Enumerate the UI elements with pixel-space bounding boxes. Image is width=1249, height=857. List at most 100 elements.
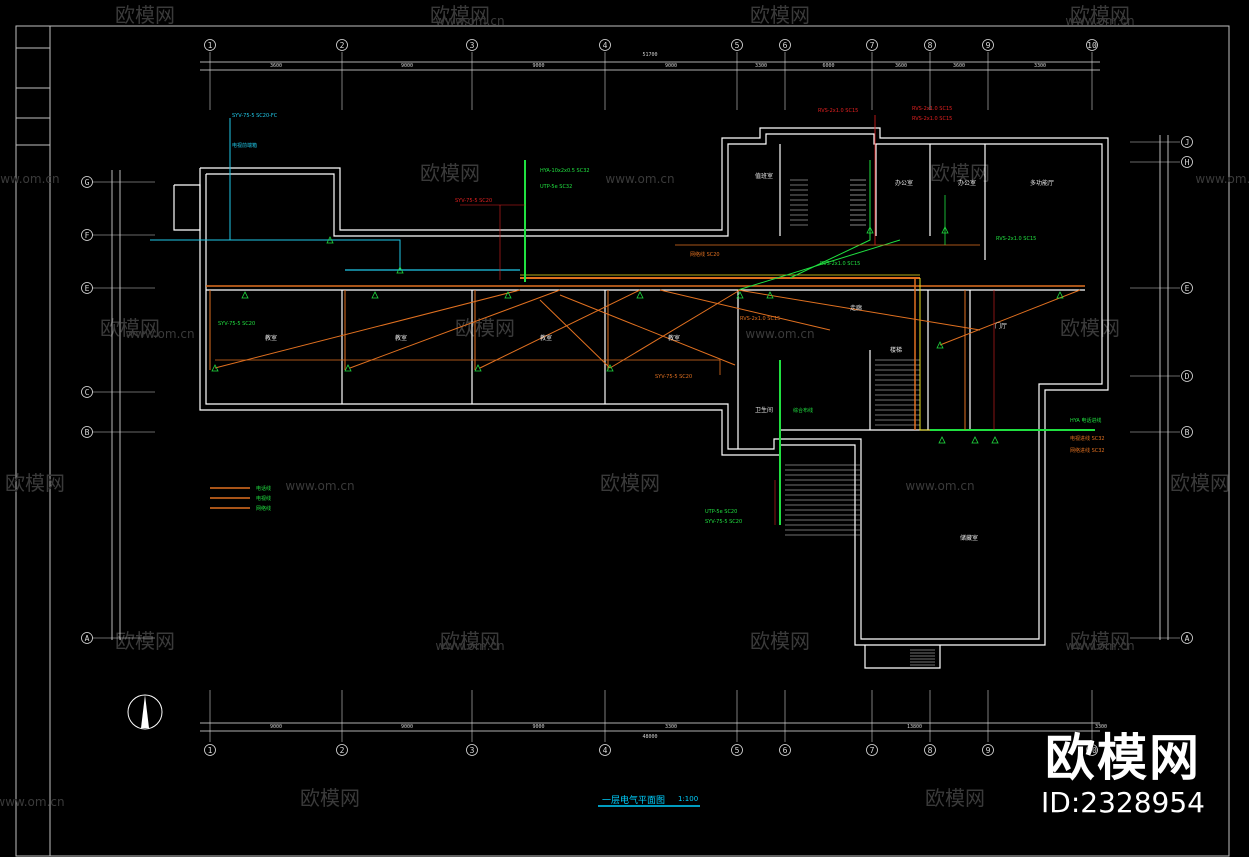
watermark-brand: 欧模网 bbox=[750, 3, 810, 27]
dimension-label: 3300 bbox=[755, 63, 767, 69]
north-arrow-icon bbox=[127, 694, 163, 730]
room-label: 楼梯 bbox=[890, 346, 902, 354]
grid-axis-label: 7 bbox=[870, 41, 875, 50]
watermark-brand: 欧模网 bbox=[5, 471, 65, 495]
grid-axis-label: G bbox=[85, 178, 90, 187]
watermark-url: www.om.cn bbox=[605, 172, 674, 186]
grid-axis-label: 9 bbox=[986, 746, 991, 755]
outlet-icon bbox=[736, 291, 744, 299]
drawing-frame bbox=[15, 25, 1230, 857]
watermark-url: www.om.cn bbox=[435, 14, 504, 28]
outlet-icon bbox=[991, 436, 999, 444]
grid-axis-label: 10 bbox=[1087, 41, 1097, 50]
svg-text:RVS-2x1.0 SC15: RVS-2x1.0 SC15 bbox=[820, 261, 860, 267]
watermark-brand: 欧模网 bbox=[115, 3, 175, 27]
svg-text:电视前端箱: 电视前端箱 bbox=[232, 142, 257, 149]
grid-axis-label: 3 bbox=[470, 746, 475, 755]
grid-bubble bbox=[1181, 632, 1193, 644]
room-label: 值班室 bbox=[755, 172, 773, 180]
grid-axis-label: 2 bbox=[340, 41, 345, 50]
outlet-icon bbox=[938, 436, 946, 444]
legend-item: 电视线 bbox=[256, 495, 271, 502]
grid-axis-label: 1 bbox=[208, 41, 213, 50]
svg-text:UTP-5e SC20: UTP-5e SC20 bbox=[705, 509, 737, 515]
room-label: 教室 bbox=[540, 334, 552, 342]
dimension-label: 9000 bbox=[401, 63, 413, 69]
brand-logo-text: 欧模网 bbox=[1045, 729, 1202, 787]
watermark-url: www.om.cn bbox=[0, 795, 65, 809]
stair-hatching bbox=[785, 179, 935, 666]
dimension-label: 9000 bbox=[665, 63, 677, 69]
dimension-label: 13800 bbox=[907, 724, 922, 730]
grid-bubble bbox=[982, 744, 994, 756]
svg-text:网络进线 SC32: 网络进线 SC32 bbox=[1070, 447, 1105, 454]
grid-bubble bbox=[1181, 136, 1193, 148]
grid-bubble bbox=[466, 39, 478, 51]
grid-bubble bbox=[779, 39, 791, 51]
grid-bubble bbox=[81, 426, 93, 438]
watermark-brand: 欧模网 bbox=[1060, 316, 1120, 340]
grid-bubble bbox=[599, 744, 611, 756]
watermark-brand: 欧模网 bbox=[930, 161, 990, 185]
grid-axis-label: 2 bbox=[340, 746, 345, 755]
dimension-label: 3600 bbox=[895, 63, 907, 69]
grid-axis-label: H bbox=[1185, 158, 1190, 167]
watermark-url: www.om.cn bbox=[905, 479, 974, 493]
room-label: 教室 bbox=[395, 334, 407, 342]
grid-axis-label: 8 bbox=[928, 41, 933, 50]
grid-axis-label: 5 bbox=[735, 41, 740, 50]
svg-text:SYV-75-5 SC20: SYV-75-5 SC20 bbox=[655, 374, 692, 380]
watermark-url: www.om.cn bbox=[745, 327, 814, 341]
svg-text:网络线 SC20: 网络线 SC20 bbox=[690, 251, 720, 258]
svg-text:RVS-2x1.0 SC15: RVS-2x1.0 SC15 bbox=[912, 106, 952, 112]
room-labels: 教室教室教室教室走廊楼梯办公室办公室卫生间值班室多功能厅门厅储藏室 bbox=[265, 172, 1054, 542]
building-walls bbox=[173, 127, 1109, 669]
grid-axis-label: F bbox=[85, 231, 90, 240]
dimension-total: 51700 bbox=[642, 52, 657, 58]
grid-bubble bbox=[81, 386, 93, 398]
watermark-brand: 欧模网 bbox=[440, 629, 500, 653]
outlet-icon bbox=[866, 226, 874, 234]
grid-axis-label: B bbox=[1185, 428, 1190, 437]
grid-axis-label: 4 bbox=[603, 41, 608, 50]
watermark-url: www.om.cn bbox=[1195, 172, 1249, 186]
outlet-icon bbox=[241, 291, 249, 299]
dimension-label: 9000 bbox=[270, 724, 282, 730]
room-label: 办公室 bbox=[958, 179, 976, 187]
grid-bubble bbox=[866, 744, 878, 756]
grid-bubble bbox=[204, 39, 216, 51]
outlet-icon bbox=[606, 364, 614, 372]
grid-axis-label: 8 bbox=[928, 746, 933, 755]
grid-bubble bbox=[336, 39, 348, 51]
room-label: 多功能厅 bbox=[1030, 179, 1054, 187]
grid-axis-label: 4 bbox=[603, 746, 608, 755]
cable-runs bbox=[150, 115, 1095, 525]
grid-bubble bbox=[731, 744, 743, 756]
dimension-lines bbox=[111, 61, 1169, 732]
outlet-icon bbox=[396, 266, 404, 274]
dimension-label: 3300 bbox=[1095, 724, 1107, 730]
grid-axis-label: 5 bbox=[735, 746, 740, 755]
outlet-icon bbox=[326, 236, 334, 244]
grid-bubble bbox=[982, 39, 994, 51]
outlet-icon bbox=[971, 436, 979, 444]
legend: 电话线 电视线 网络线 bbox=[210, 485, 271, 512]
watermark-url: www.om.cn bbox=[285, 479, 354, 493]
grid-axis-label: A bbox=[1185, 634, 1190, 643]
legend-item: 电话线 bbox=[256, 485, 271, 492]
grid-axis-label: B bbox=[85, 428, 90, 437]
outlet-icon bbox=[344, 364, 352, 372]
grid-axis-label: D bbox=[1185, 372, 1190, 381]
watermark-layer: 欧模网欧模网欧模网欧模网欧模网欧模网欧模网欧模网欧模网欧模网欧模网欧模网欧模网欧… bbox=[0, 3, 1249, 810]
dimension-label: 3600 bbox=[270, 63, 282, 69]
watermark-brand: 欧模网 bbox=[925, 786, 985, 810]
room-label: 走廊 bbox=[850, 304, 862, 312]
svg-text:综合布线: 综合布线 bbox=[793, 407, 813, 414]
outlet-icon bbox=[474, 364, 482, 372]
brand-id: ID:2328954 bbox=[1041, 786, 1205, 819]
dimension-total: 48000 bbox=[642, 734, 657, 740]
watermark-brand: 欧模网 bbox=[115, 629, 175, 653]
drawing-scale: 1:100 bbox=[678, 795, 699, 803]
